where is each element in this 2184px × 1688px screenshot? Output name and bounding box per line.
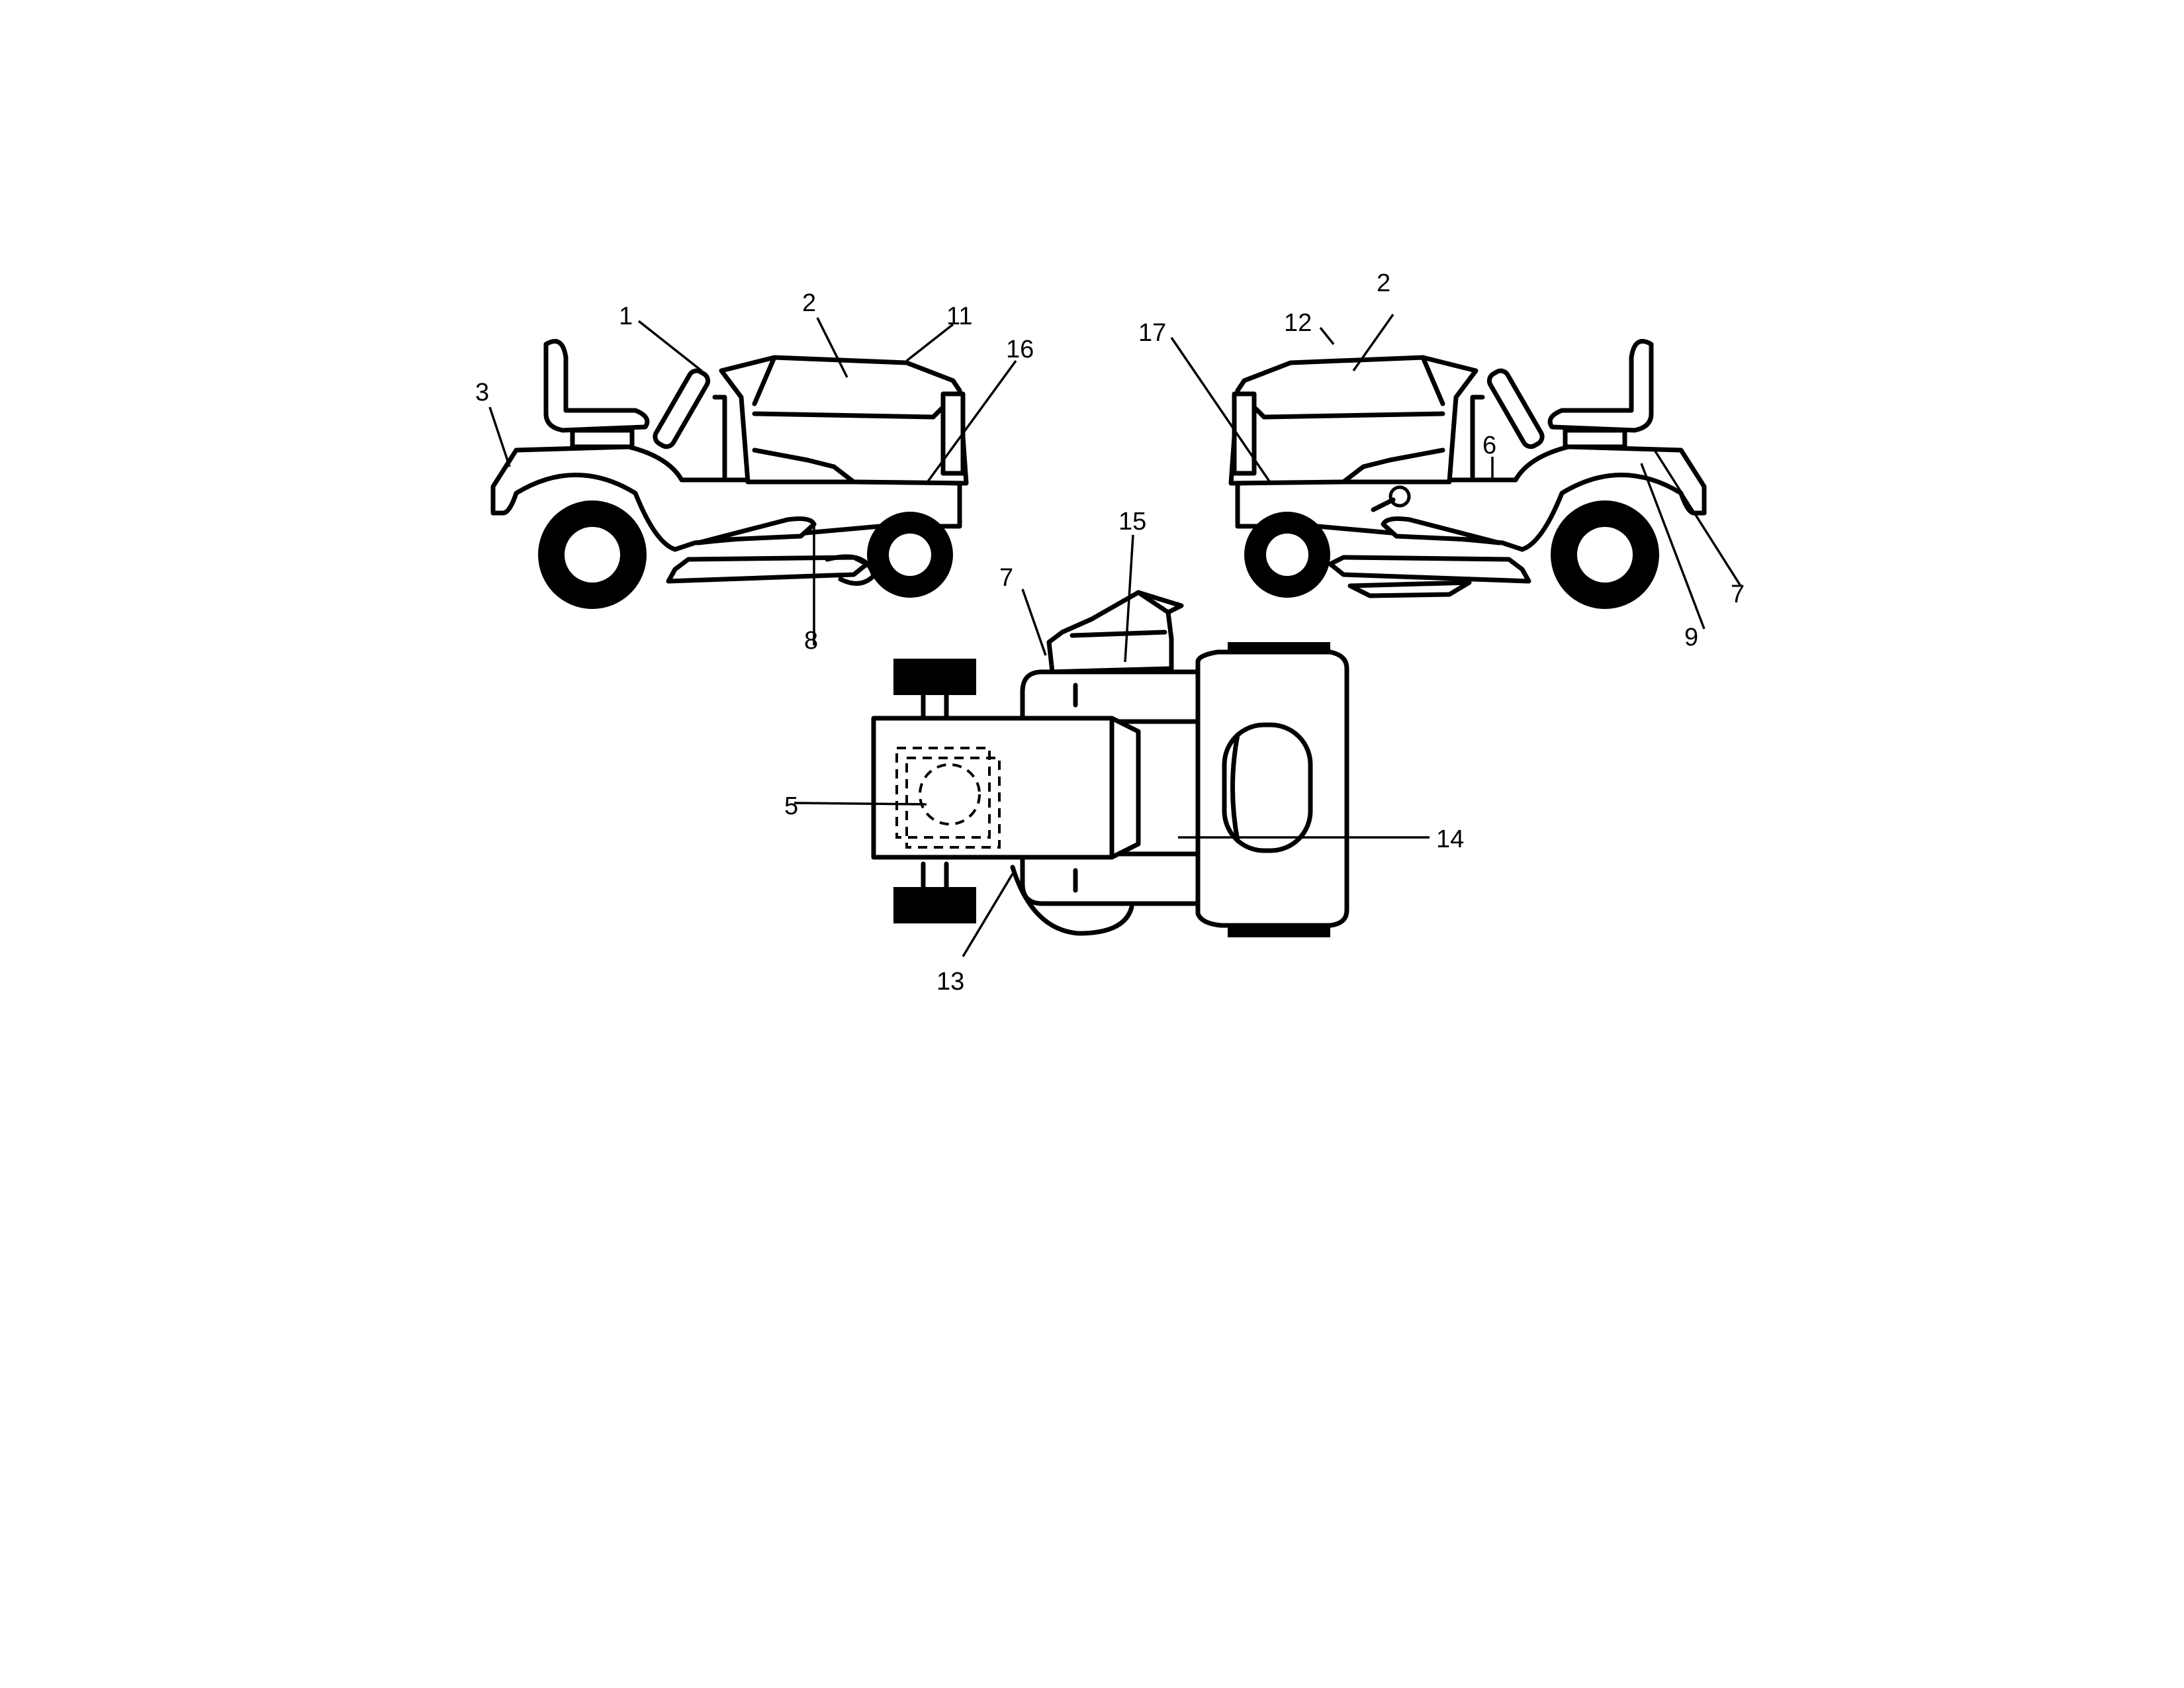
callout-16: 16 xyxy=(1006,336,1034,363)
callout-9: 7 xyxy=(1731,581,1745,608)
steering-wheel-left xyxy=(653,368,711,449)
callout-15: 15 xyxy=(1118,508,1146,536)
callout-10: 9 xyxy=(1684,624,1698,651)
hood-left xyxy=(719,355,969,486)
callout-1: 1 xyxy=(619,303,633,330)
mower-deck-left xyxy=(666,555,870,584)
seat-left xyxy=(543,339,650,433)
seat-post-left xyxy=(570,428,635,449)
callout-3: 3 xyxy=(475,379,489,406)
callout-12: 12 xyxy=(1284,309,1312,337)
leader-lines xyxy=(488,313,1742,957)
seat-top xyxy=(1222,722,1313,853)
callout-2-right: 2 xyxy=(1377,269,1390,297)
callout-13: 13 xyxy=(936,968,964,996)
callout-2-left: 2 xyxy=(802,289,816,317)
callout-11: 11 xyxy=(946,303,972,330)
tractor-right-side-view xyxy=(1228,339,1707,609)
callout-17: 17 xyxy=(1138,319,1166,347)
front-tire-top-1 xyxy=(893,659,976,695)
callout-7: 7 xyxy=(999,564,1013,592)
callout-6: 6 xyxy=(1482,432,1496,459)
callout-labels: 1 2 3 11 16 8 2 12 17 6 7 9 7 15 5 14 13 xyxy=(475,269,1745,996)
callout-8: 8 xyxy=(804,627,818,655)
callout-5: 5 xyxy=(784,792,798,820)
tractor-top-view xyxy=(871,590,1349,937)
callout-14: 14 xyxy=(1436,825,1464,853)
tractor-left-side-view xyxy=(490,339,969,609)
front-tire-top-2 xyxy=(893,887,976,923)
rear-fender-left xyxy=(490,444,962,552)
footrest-left xyxy=(696,516,817,545)
grille-left xyxy=(940,391,966,476)
